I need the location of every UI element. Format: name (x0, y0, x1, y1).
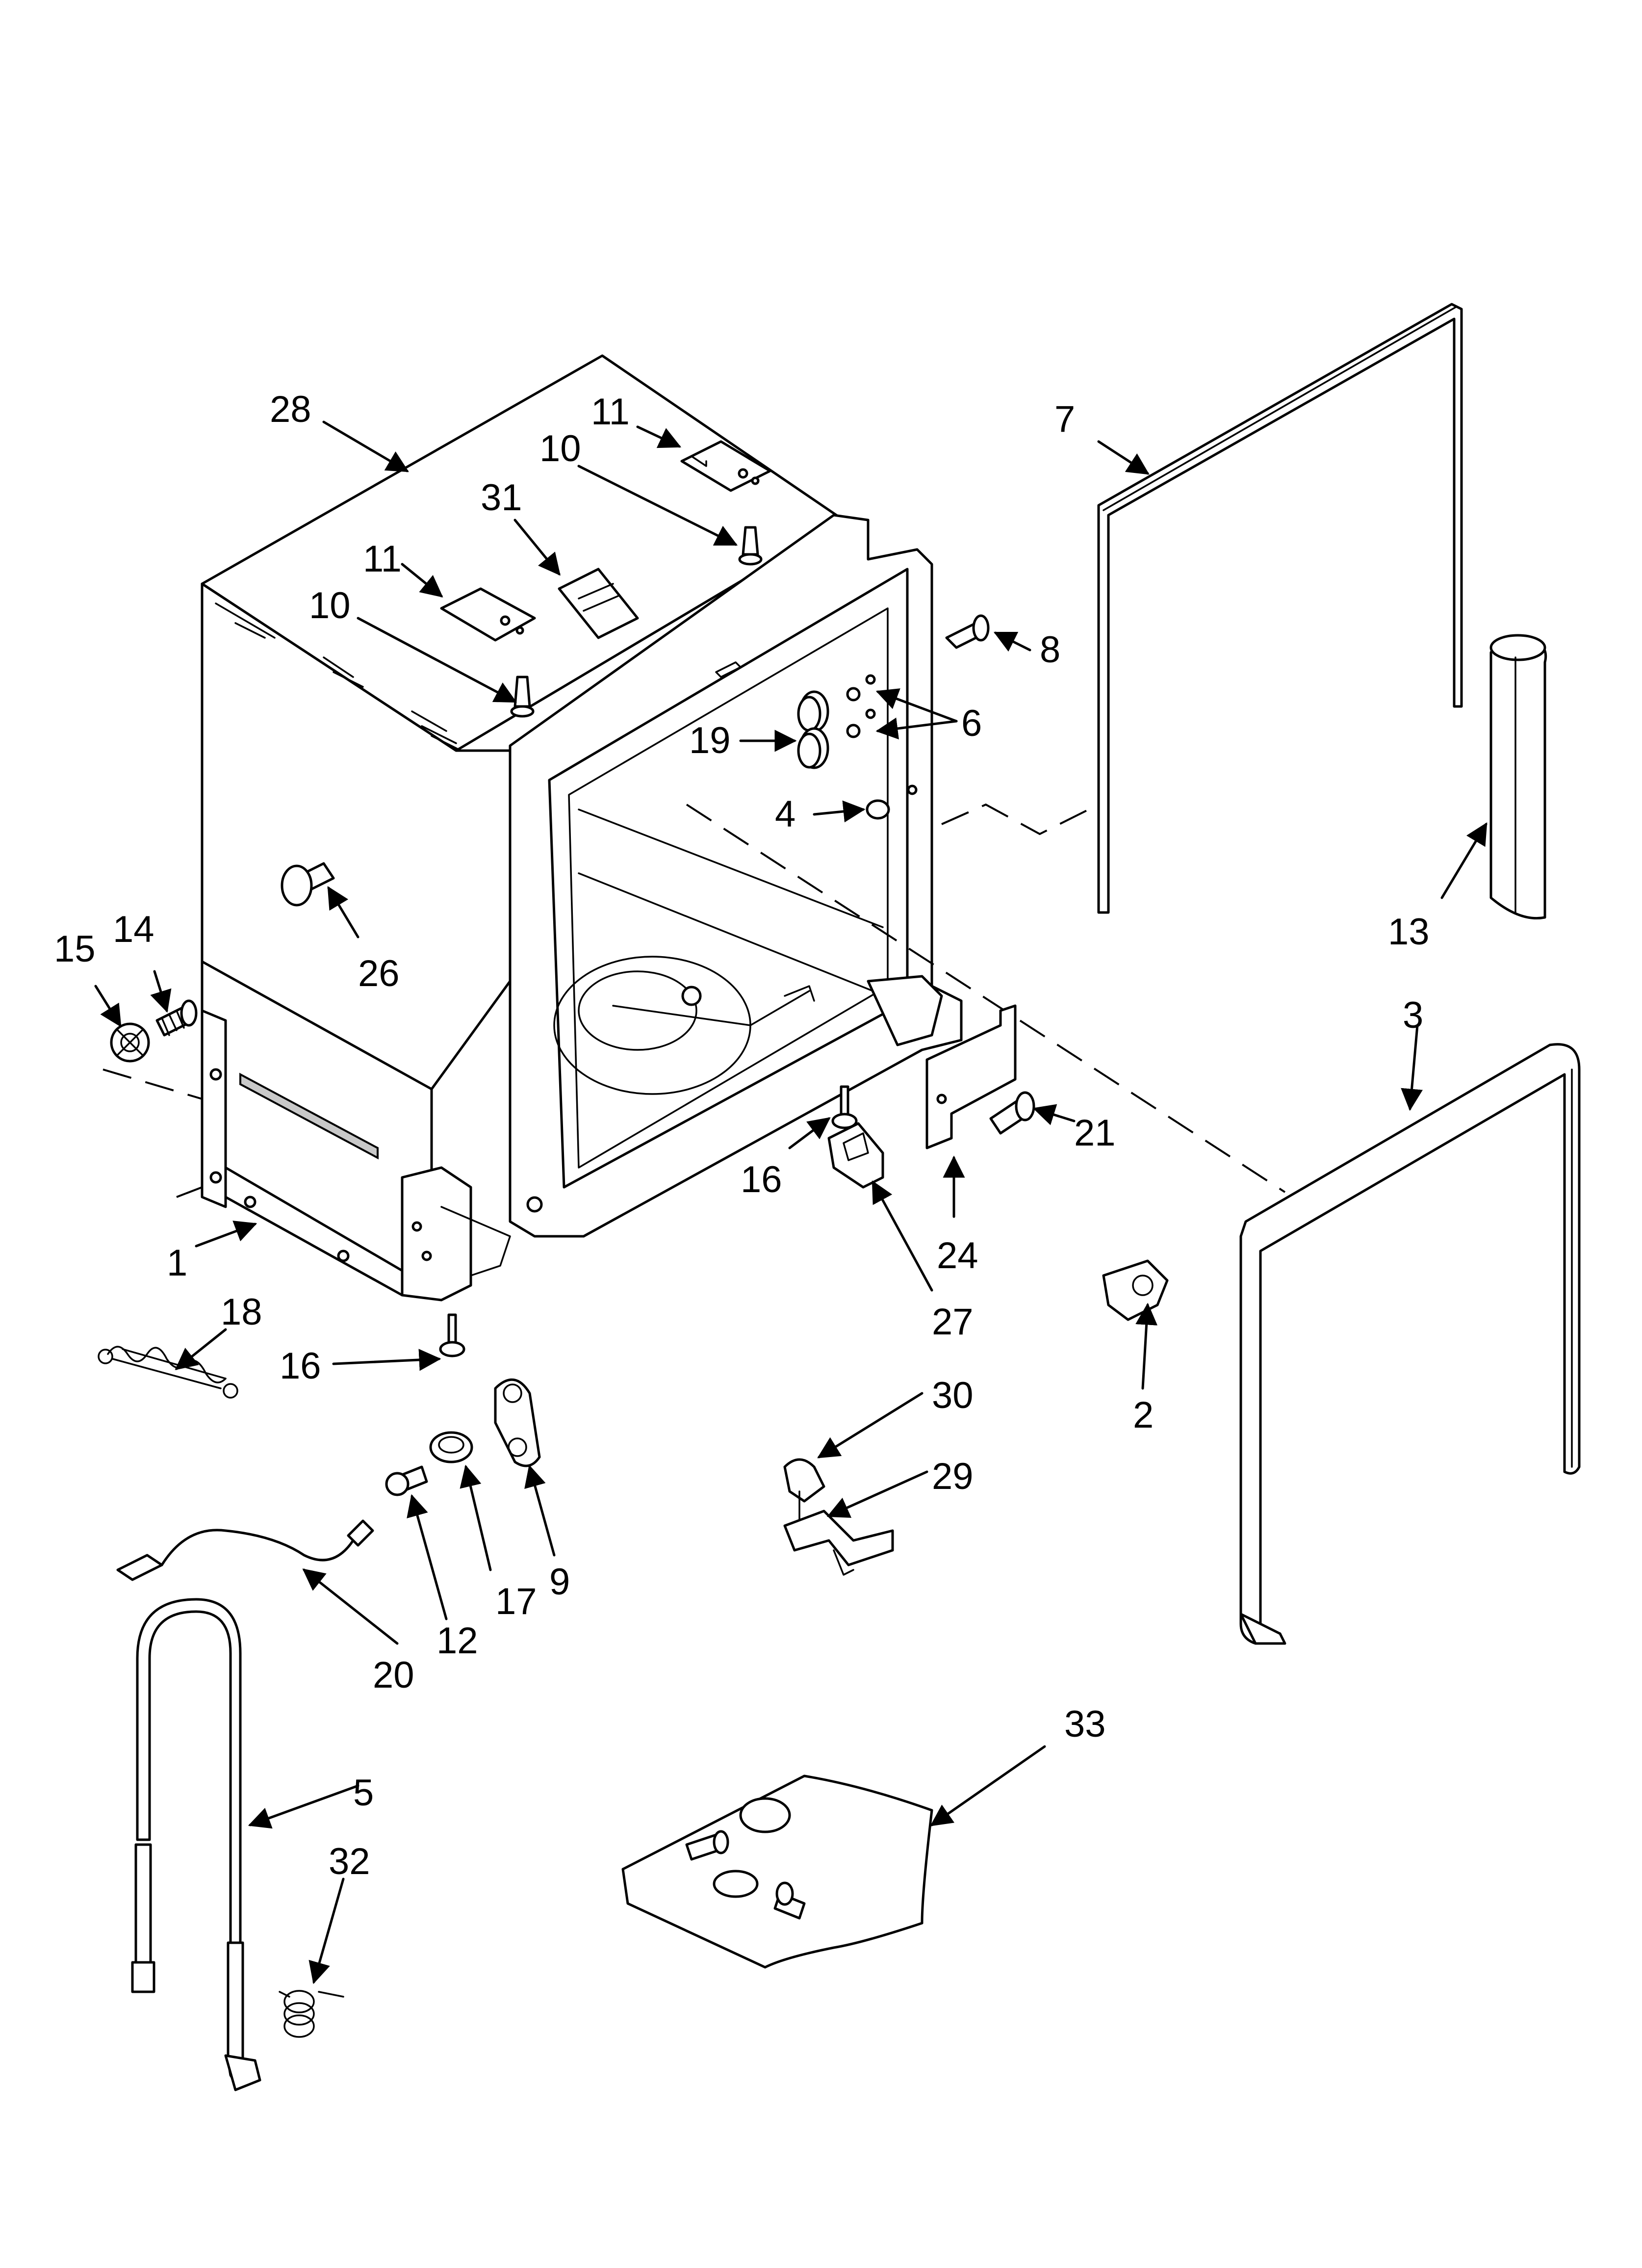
label-7: 7 (1054, 398, 1075, 440)
part-26-stop-button (281, 862, 335, 907)
part-6-washers (846, 674, 876, 738)
label-31: 31 (481, 477, 522, 519)
label-10-top: 10 (539, 428, 581, 469)
label-26: 26 (358, 953, 400, 994)
label-19: 19 (689, 720, 731, 761)
part-4-plug (866, 784, 918, 820)
leader-lines (94, 420, 1488, 1984)
dash-line-upper-right (941, 803, 1089, 835)
label-15: 15 (54, 928, 96, 970)
part-14-leveler-screw (155, 999, 198, 1037)
part-11-bracket-right (680, 440, 771, 492)
label-4: 4 (775, 793, 795, 835)
dash-line-left-lower (176, 1186, 203, 1198)
label-9: 9 (549, 1561, 570, 1603)
part-19-rack-rollers (797, 690, 829, 769)
label-29: 29 (932, 1456, 974, 1497)
part-13-insulation-roll (1489, 634, 1547, 920)
label-16-lower: 16 (280, 1345, 321, 1387)
dash-line-center (686, 804, 1286, 1193)
part-24-cord (116, 1519, 374, 1581)
part-5-drain-hose (131, 1598, 261, 2091)
label-33: 33 (1064, 1703, 1106, 1745)
label-27: 27 (932, 1301, 974, 1343)
part-10-screw-left (510, 676, 535, 718)
label-14: 14 (113, 909, 154, 950)
part-18-spring (98, 1346, 238, 1399)
label-30: 30 (932, 1375, 974, 1416)
dash-line-left (103, 1069, 203, 1100)
label-28: 28 (270, 389, 311, 430)
label-17: 17 (495, 1581, 537, 1622)
part-16-leveling-leg-upper (831, 1085, 858, 1129)
label-3: 3 (1403, 994, 1423, 1036)
label-6: 6 (961, 703, 982, 744)
part-labels: 28 11 10 31 11 10 7 8 6 19 4 26 13 3 15 … (54, 389, 1430, 1882)
part-8-screw (945, 614, 990, 649)
part-2-latch (1102, 1259, 1169, 1321)
part-15-leveler-wheel (110, 1022, 150, 1063)
part-30-sensor (783, 1458, 825, 1522)
label-18: 18 (221, 1291, 262, 1333)
part-7-door-gasket (1097, 303, 1463, 914)
part-31-clip (558, 568, 639, 639)
label-8: 8 (1040, 629, 1060, 671)
label-11-left: 11 (363, 538, 402, 580)
label-20: 21 (1074, 1112, 1116, 1154)
part-12-screw (385, 1465, 428, 1496)
part-29-bracket (783, 1510, 894, 1576)
part-9-bracket (494, 1378, 541, 1467)
part-32-clamp (279, 1990, 344, 2038)
part-21-bracket (925, 1004, 1017, 1149)
label-21: 24 (937, 1235, 978, 1277)
label-1: 1 (167, 1242, 187, 1284)
label-24: 20 (373, 1654, 414, 1696)
part-27-clip (827, 1122, 884, 1189)
label-10-left: 10 (309, 585, 351, 626)
label-2: 2 (1133, 1394, 1154, 1436)
label-5: 5 (353, 1772, 374, 1814)
part-3-tub-gasket (1239, 1043, 1581, 1645)
tub-assembly (201, 354, 963, 1302)
part-20-screw (989, 1091, 1035, 1135)
label-13: 13 (1388, 911, 1430, 953)
label-32: 32 (329, 1841, 370, 1882)
label-12: 12 (436, 1620, 478, 1662)
part-11-bracket-left (440, 587, 536, 642)
part-10-screw-right (738, 526, 763, 566)
label-16-upper: 16 (741, 1159, 782, 1200)
part-33-hardware-bag (621, 1774, 933, 1969)
part-16-leveling-leg-lower (439, 1313, 465, 1357)
part-17-foot (429, 1431, 473, 1463)
label-11-top: 11 (591, 391, 630, 433)
